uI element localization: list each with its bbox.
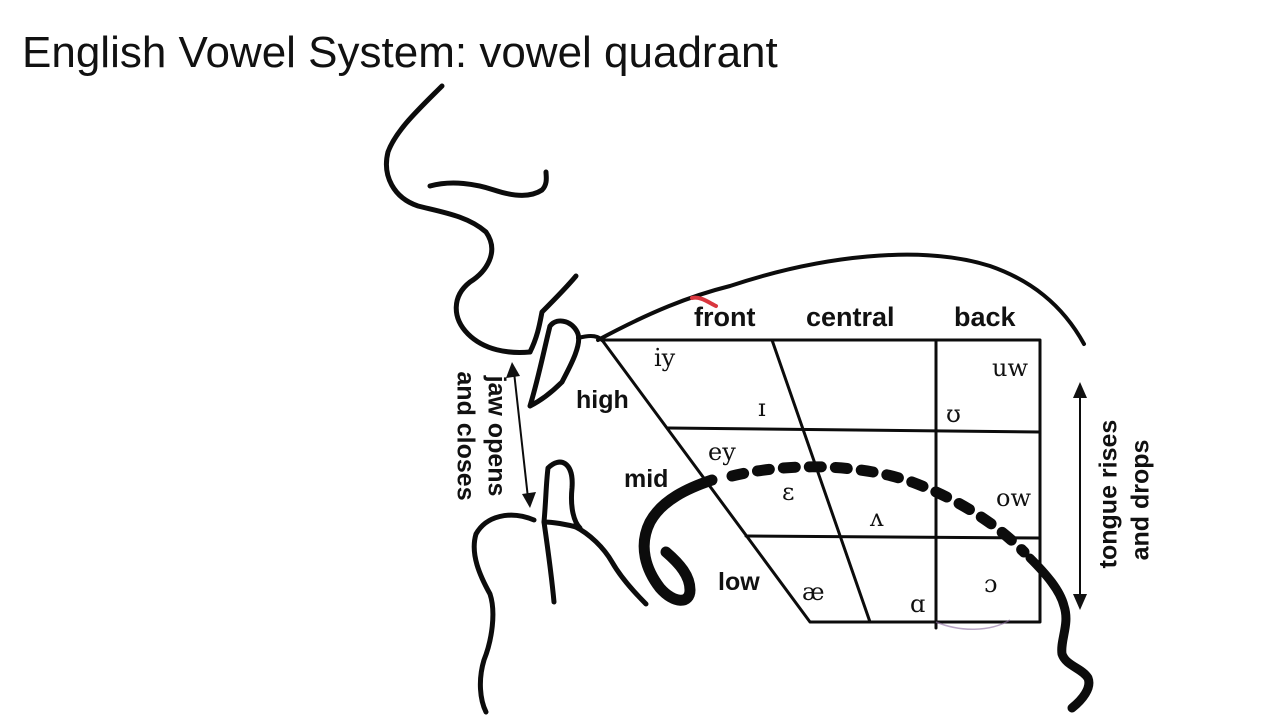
- tongue-root: [1025, 553, 1094, 713]
- palate-arch: [596, 252, 1086, 346]
- tongue-label-line2: and drops: [1127, 440, 1155, 561]
- red-marker-dot: [690, 295, 718, 308]
- lower-gum: [541, 519, 557, 605]
- vowel-ow: ow: [996, 484, 1031, 512]
- row-label-high: high: [576, 386, 629, 414]
- vowel-uh: ʊ: [946, 400, 961, 428]
- face-profile: [384, 83, 649, 715]
- nostril: [427, 169, 549, 198]
- tongue-label-line1: tongue rises: [1095, 420, 1123, 569]
- column-label-front: front: [694, 302, 755, 332]
- vowel-iy: iy: [654, 344, 676, 372]
- vowel-ao: ɔ: [984, 570, 997, 598]
- slide-title: English Vowel System: vowel quadrant: [22, 28, 778, 77]
- vowel-ae: æ: [802, 578, 825, 606]
- tongue-dotted-arc: [726, 461, 1030, 558]
- column-label-back: back: [954, 302, 1017, 332]
- row-label-low: low: [718, 568, 760, 596]
- mouth-floor: [571, 523, 649, 607]
- lower-lip-chin: [471, 512, 537, 715]
- quadrant-grid: [600, 338, 1042, 630]
- vowel-uw: uw: [992, 354, 1028, 382]
- vowel-ey: ey: [708, 438, 736, 466]
- purple-marker-arc: [935, 619, 1011, 630]
- row-divider-high-mid: [666, 426, 1042, 434]
- jaw-label-line1: jaw opens: [482, 375, 510, 497]
- nose-outline: [384, 83, 533, 355]
- divider-front-central: [770, 338, 872, 624]
- vowel-eh: ɛ: [782, 478, 794, 506]
- tongue-arrow: [1073, 382, 1087, 610]
- vowel-ah: ʌ: [869, 504, 884, 532]
- upper-teeth: [527, 318, 582, 409]
- row-label-mid: mid: [624, 465, 668, 493]
- quadrant-outline: [600, 338, 1042, 624]
- vowel-aa: ɑ: [910, 590, 925, 618]
- column-label-central: central: [806, 302, 895, 332]
- jaw-arrow: [506, 362, 536, 508]
- upper-lip: [527, 273, 579, 355]
- tongue-thick-outline: [638, 474, 718, 606]
- row-divider-mid-low: [744, 534, 1042, 540]
- lower-teeth: [541, 459, 583, 531]
- vowel-ih: ɪ: [758, 394, 766, 422]
- jaw-label-line2: and closes: [451, 371, 479, 500]
